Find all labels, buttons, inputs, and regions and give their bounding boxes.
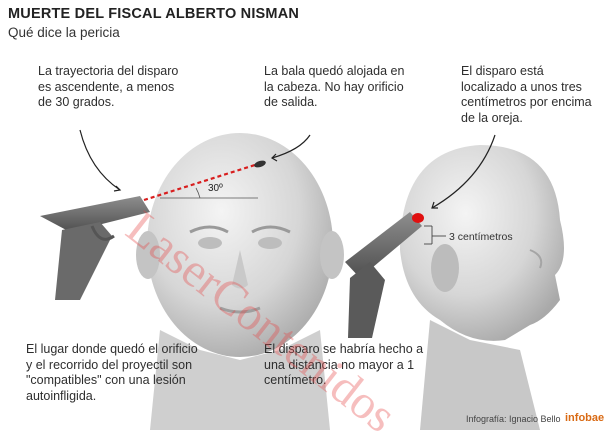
note-distance: El disparo se habría hecho a una distanc…: [264, 342, 424, 387]
illustration: [40, 129, 564, 430]
note-bullet: La bala quedó alojada en la cabeza. No h…: [264, 64, 405, 109]
note-compatible: El lugar donde quedó el orificio y el re…: [26, 342, 198, 403]
page-subtitle: Qué dice la pericia: [8, 25, 120, 40]
note-trajectory: La trayectoria del disparo es ascendente…: [38, 64, 179, 109]
side-head: [400, 145, 564, 430]
callout-arrows: [79, 129, 496, 209]
front-head: [136, 133, 344, 430]
note-location: El disparo está localizado a unos tres c…: [461, 64, 592, 125]
angle-label: 30º: [208, 183, 223, 194]
bullet-trajectory: [143, 160, 266, 202]
measure-label: 3 centímetros: [449, 231, 513, 243]
side-gun-icon: [345, 212, 424, 338]
credit: Infografía: Ignacio Bello: [466, 414, 561, 424]
measure-bracket: [424, 225, 446, 245]
page-title: MUERTE DEL FISCAL ALBERTO NISMAN: [8, 6, 300, 22]
brand-logo: infobae: [565, 412, 605, 424]
front-gun-icon: [40, 196, 150, 300]
